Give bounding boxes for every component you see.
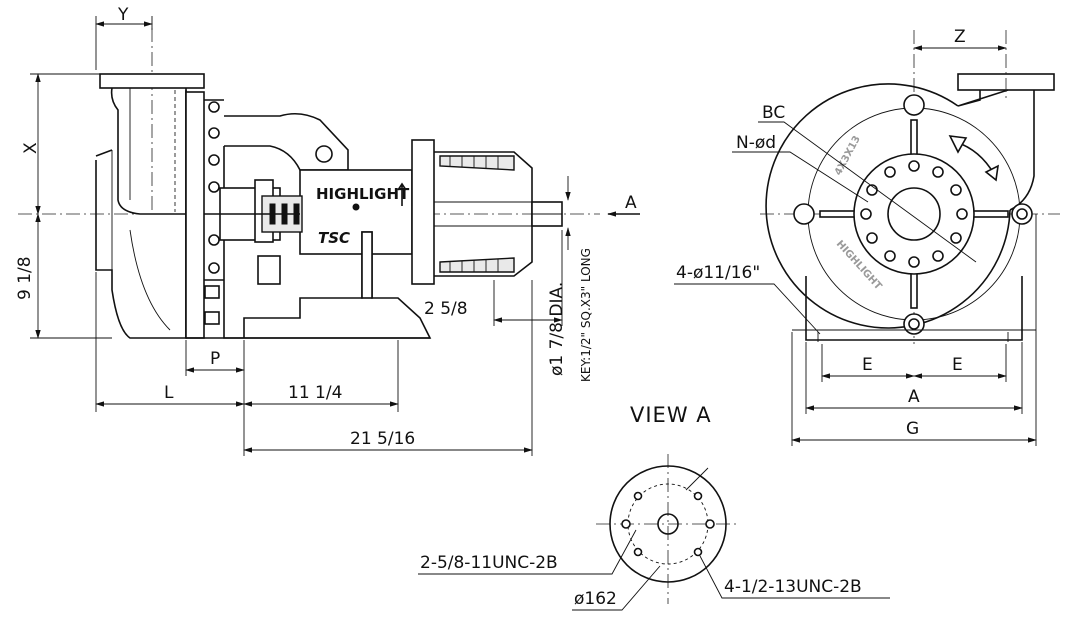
key-label: KEY:1/2" SQ.X3" LONG (579, 248, 593, 382)
shaft-dia-label: ø1 7/8 DIA. (547, 282, 567, 376)
dim-base: 11 1/4 (288, 383, 342, 403)
tap-holes-2: 4-1/2-13UNC-2B (724, 577, 862, 597)
tap-holes-1: 2-5/8-11UNC-2B (420, 553, 558, 573)
view-a-holes (621, 491, 715, 557)
view-a: VIEW A 2-5/8-11UNC-2B 4-1/2-13UNC-2B ø16… (418, 403, 890, 611)
dim-z: Z (954, 27, 966, 47)
dim-x: X (21, 142, 41, 154)
logo-text: TSC (318, 229, 350, 247)
shaft-seal (204, 179, 303, 285)
bolt-circle: ø162 (574, 589, 617, 609)
foot-holes-label: 4-ø11/16" (676, 263, 760, 283)
casing-bolts (204, 101, 220, 325)
dim-height: 9 1/8 (15, 256, 35, 300)
dim-shaft-ext: 2 5/8 (424, 299, 468, 319)
dim-a: A (908, 387, 920, 407)
label-n-d: N-ød (736, 133, 776, 153)
brand-text: HIGHLIGHT (316, 185, 410, 203)
view-a-arrow-label: A (625, 193, 637, 213)
dim-g: G (906, 419, 919, 439)
dim-l: L (164, 383, 174, 403)
side-view: HIGHLIGHT TSC A (15, 5, 640, 456)
dim-y: Y (117, 5, 129, 25)
dim-e-left: E (862, 355, 873, 375)
bearing-fins (439, 155, 515, 273)
label-bc: BC (762, 103, 785, 123)
dim-e-right: E (952, 355, 963, 375)
dim-p: P (210, 349, 220, 369)
flange-bolt-holes (860, 160, 968, 268)
front-view: 4X3X13 HIGHLIGHT BC N-ød 4-ø11/16" Z E E (674, 27, 1060, 446)
view-a-title: VIEW A (630, 403, 712, 427)
dim-overall: 21 5/16 (350, 429, 415, 449)
